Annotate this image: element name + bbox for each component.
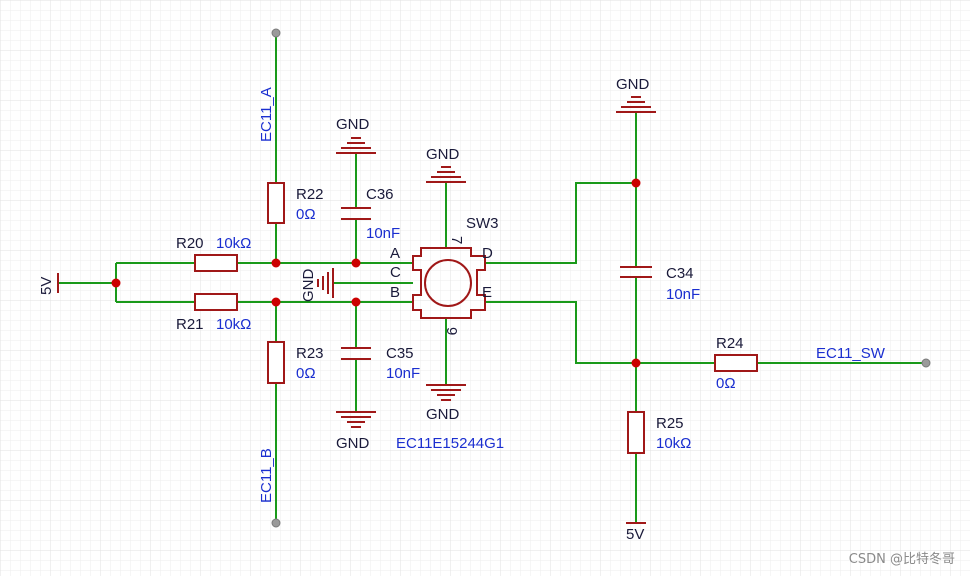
pin-label-7: 7 [448, 236, 465, 244]
port-ec11-a[interactable] [271, 28, 281, 38]
label-sw3: SW3 [466, 215, 499, 232]
resistor-r21[interactable] [194, 293, 238, 311]
gnd-symbol-sw3-top [426, 166, 466, 183]
gnd-symbol-right [616, 96, 656, 113]
value-r21: 10kΩ [216, 316, 251, 333]
label-r25: R25 [656, 415, 684, 432]
watermark: CSDN @比特冬哥 [849, 551, 955, 567]
value-r25: 10kΩ [656, 435, 691, 452]
value-c34: 10nF [666, 286, 700, 303]
label-r20: R20 [176, 235, 204, 252]
encoder-sw3[interactable] [412, 247, 486, 319]
port-ec11-b[interactable] [271, 518, 281, 528]
gnd-symbol-c36 [336, 137, 376, 154]
label-r24: R24 [716, 335, 744, 352]
resistor-r20[interactable] [194, 254, 238, 272]
gnd-symbol-c-pin [317, 268, 334, 298]
pin-label-e: E [482, 284, 492, 301]
value-c36: 10nF [366, 225, 400, 242]
label-c34: C34 [666, 265, 694, 282]
resistor-r22[interactable] [267, 182, 285, 224]
gnd-label-right: GND [616, 76, 650, 93]
power-label-5v-left: 5V [38, 277, 55, 295]
capacitor-c36[interactable] [341, 207, 371, 220]
power-label-5v-bottom: 5V [626, 526, 644, 543]
value-r22: 0Ω [296, 206, 316, 223]
pin-label-c: C [390, 264, 401, 281]
net-label-ec11-a: EC11_A [258, 87, 275, 142]
gnd-label-sw3-bottom: GND [426, 406, 460, 423]
capacitor-c35[interactable] [341, 347, 371, 360]
gnd-label-sw3-top: GND [426, 146, 460, 163]
value-r24: 0Ω [716, 375, 736, 392]
capacitor-c34[interactable] [620, 266, 652, 278]
resistor-r25[interactable] [627, 411, 645, 454]
net-label-ec11-b: EC11_B [258, 448, 275, 503]
gnd-symbol-sw3-bottom [426, 384, 466, 401]
value-r23: 0Ω [296, 365, 316, 382]
net-label-ec11-sw: EC11_SW [816, 345, 886, 362]
gnd-label-c35: GND [336, 435, 370, 452]
wires [58, 33, 926, 523]
gnd-label-c36: GND [336, 116, 370, 133]
label-r22: R22 [296, 186, 324, 203]
label-c36: C36 [366, 186, 394, 203]
pin-label-b: B [390, 284, 400, 301]
label-r23: R23 [296, 345, 324, 362]
resistor-r23[interactable] [267, 341, 285, 384]
label-c35: C35 [386, 345, 414, 362]
value-c35: 10nF [386, 365, 420, 382]
value-r20: 10kΩ [216, 235, 251, 252]
port-ec11-sw[interactable] [921, 358, 931, 368]
label-r21: R21 [176, 316, 204, 333]
gnd-label-c-pin: GND [300, 269, 317, 303]
resistor-r24[interactable] [714, 354, 758, 372]
junctions [111, 178, 641, 368]
pin-label-6: 6 [444, 327, 461, 335]
pin-label-d: D [482, 245, 493, 262]
pin-label-a: A [390, 245, 400, 262]
part-number-sw3: EC11E15244G1 [396, 435, 504, 452]
gnd-symbol-c35 [336, 411, 376, 428]
